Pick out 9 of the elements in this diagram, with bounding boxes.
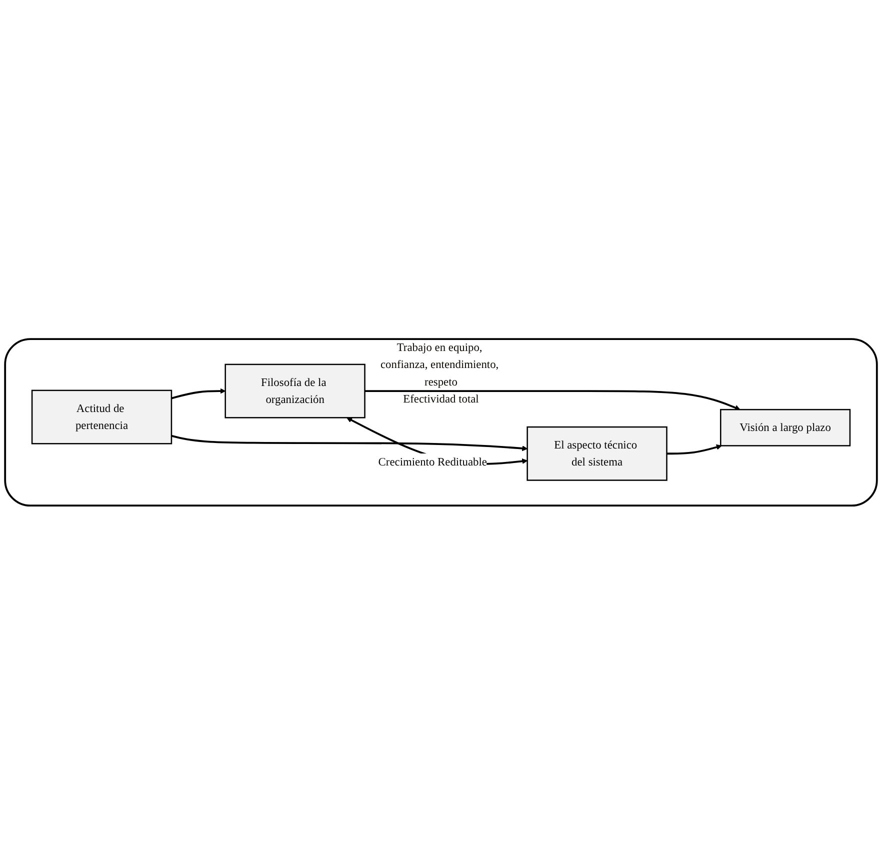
arrow: [364, 390, 740, 410]
arrow: [171, 435, 528, 452]
node-box: Filosofía de la organización: [224, 364, 366, 418]
arrow: [171, 388, 226, 400]
edge-label: Crecimiento Redituable: [378, 456, 487, 468]
node-box: El aspecto técnico del sistema: [526, 426, 668, 482]
node-box: Visión a largo plazo: [720, 409, 851, 446]
node-box: Actitud de pertenencia: [31, 390, 172, 444]
arrow: [666, 444, 722, 455]
